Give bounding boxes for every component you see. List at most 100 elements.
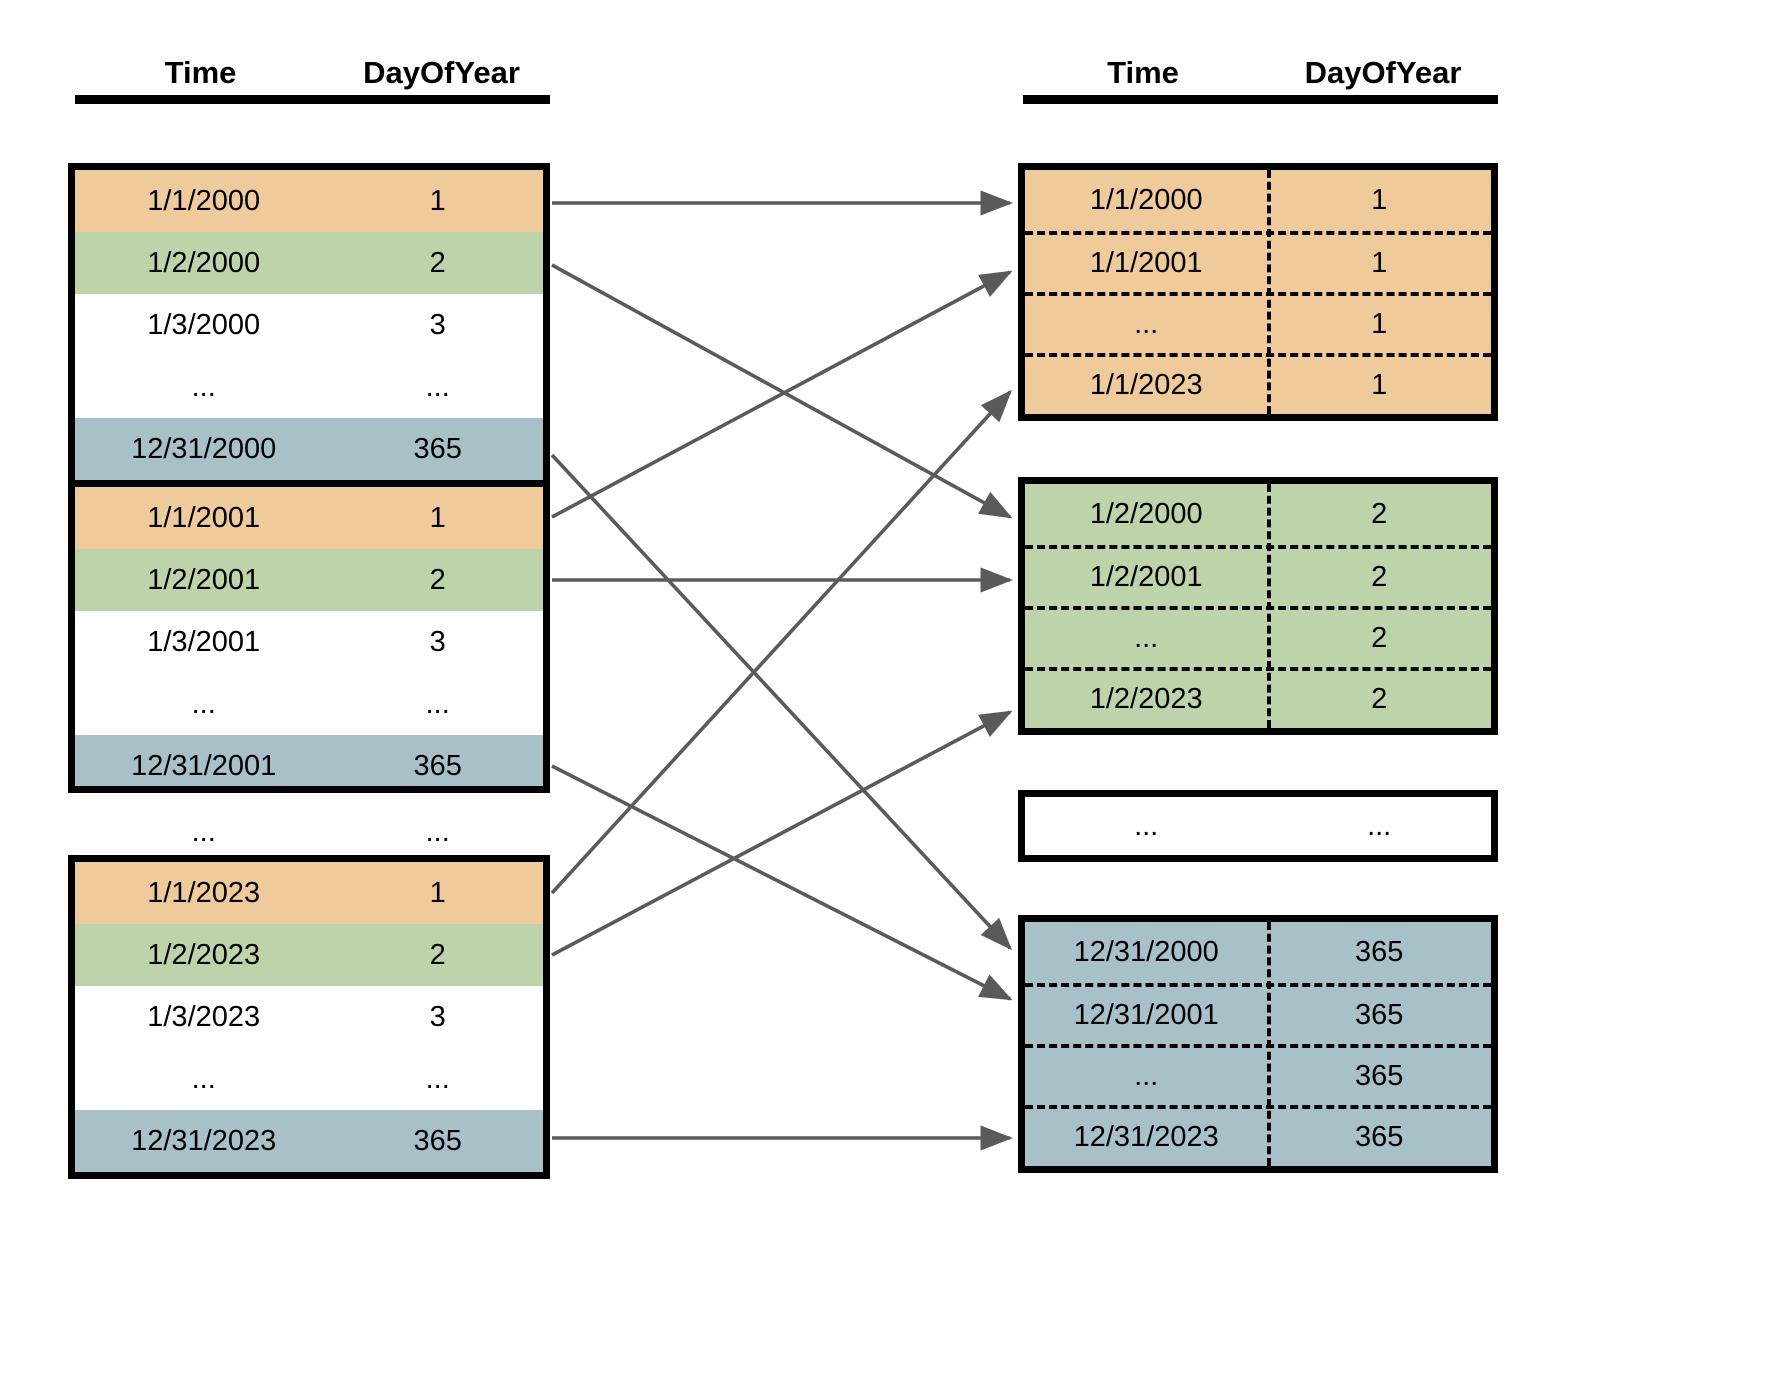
left-header-dayofyear: DayOfYear [363, 55, 520, 90]
cell-time: 1/1/2001 [1089, 247, 1203, 279]
cell-dayofyear: 3 [429, 625, 446, 658]
source-row: 1/3/2023 3 [75, 986, 543, 1048]
cell-time: ... [1134, 809, 1159, 842]
cell-time: 1/2/2023 [1089, 683, 1203, 715]
cell-time: 1/1/2001 [147, 501, 261, 534]
target-row: ... ... [1025, 797, 1491, 855]
cell-time: 1/2/2000 [147, 246, 261, 279]
cell-time: ... [1134, 308, 1159, 340]
source-row: 1/3/2000 3 [75, 294, 543, 356]
cell-dayofyear: 365 [1354, 1121, 1404, 1153]
target-row: 1/2/2001 2 [1025, 545, 1491, 606]
source-row: 1/1/2001 1 [75, 487, 543, 549]
right-header-time: Time [1107, 55, 1179, 90]
target-row: 12/31/2000 365 [1025, 922, 1491, 983]
target-row: 12/31/2023 365 [1025, 1105, 1491, 1166]
cell-time: 1/1/2000 [1089, 184, 1203, 216]
arrow-2000-day2 [551, 263, 1013, 519]
source-row: ... ... [75, 673, 543, 735]
arrow-2000-day365 [550, 453, 1012, 951]
cell-dayofyear: 365 [1354, 936, 1404, 968]
target-row: ... 2 [1025, 606, 1491, 667]
cell-time: 12/31/2001 [131, 749, 277, 782]
target-row: 1/1/2000 1 [1025, 170, 1491, 231]
cell-dayofyear: 1 [1371, 247, 1388, 279]
left-header-time: Time [164, 55, 237, 90]
cell-dayofyear: ... [1367, 809, 1392, 842]
cell-dayofyear: 2 [1371, 561, 1388, 593]
cell-time: 1/3/2000 [147, 308, 261, 341]
cell-dayofyear: 1 [429, 184, 446, 217]
cell-dayofyear: 2 [1371, 683, 1388, 715]
target-row: 1/1/2023 1 [1025, 353, 1491, 414]
cell-time: 12/31/2023 [1073, 1121, 1219, 1153]
left-column-headers: Time DayOfYear [68, 55, 550, 110]
target-row: 1/1/2001 1 [1025, 231, 1491, 292]
cell-time: 1/1/2000 [147, 184, 261, 217]
arrow-2001-day365 [551, 764, 1013, 1001]
cell-dayofyear: 2 [429, 938, 446, 971]
source-row: 12/31/2000 365 [75, 418, 543, 480]
cell-time: 12/31/2023 [131, 1124, 277, 1157]
cell-time: 1/2/2023 [147, 938, 261, 971]
source-row: 1/1/2000 1 [75, 170, 543, 232]
cell-time: ... [191, 687, 216, 720]
source-table-2000-2001: 1/1/2000 1 1/2/2000 2 1/3/2000 3 ... ...… [68, 163, 550, 793]
cell-dayofyear: 3 [429, 1000, 446, 1033]
cell-dayofyear: ... [425, 816, 450, 848]
target-row: 1/2/2023 2 [1025, 667, 1491, 728]
source-table-2023: 1/1/2023 1 1/2/2023 2 1/3/2023 3 ... ...… [68, 855, 550, 1179]
arrow-2023-day1 [550, 389, 1012, 895]
cell-time: 1/3/2023 [147, 1000, 261, 1033]
source-row: 1/1/2023 1 [75, 862, 543, 924]
cell-dayofyear: 2 [429, 246, 446, 279]
source-row: ... ... [75, 1048, 543, 1110]
source-row: 1/2/2023 2 [75, 924, 543, 986]
target-row: ... 365 [1025, 1044, 1491, 1105]
cell-dayofyear: ... [425, 1062, 450, 1095]
cell-dayofyear: 1 [1371, 369, 1388, 401]
cell-time: ... [1134, 622, 1159, 654]
cell-time: 1/2/2001 [1089, 561, 1203, 593]
target-row: 12/31/2001 365 [1025, 983, 1491, 1044]
cell-time: 12/31/2001 [1073, 999, 1219, 1031]
cell-time: 12/31/2000 [1073, 936, 1219, 968]
source-row: 1/3/2001 3 [75, 611, 543, 673]
cell-dayofyear: 1 [429, 501, 446, 534]
cell-dayofyear: 365 [413, 749, 462, 782]
cell-dayofyear: 3 [429, 308, 446, 341]
right-header-underline [1023, 95, 1498, 104]
right-column-headers: Time DayOfYear [1018, 55, 1498, 110]
cell-dayofyear: 2 [1371, 622, 1388, 654]
cell-dayofyear: 2 [429, 563, 446, 596]
cell-dayofyear: 1 [429, 876, 446, 909]
cell-dayofyear: ... [425, 687, 450, 720]
source-row: ... ... [75, 356, 543, 418]
cell-time: 1/2/2001 [147, 563, 261, 596]
cell-time: 1/1/2023 [1089, 369, 1203, 401]
cell-time: 12/31/2000 [131, 432, 277, 465]
cell-dayofyear: 1 [1371, 308, 1388, 340]
target-table-dayofyear-365: 12/31/2000 365 12/31/2001 365 ... 365 12… [1018, 915, 1498, 1173]
source-row: 1/2/2001 2 [75, 549, 543, 611]
cell-time: 1/2/2000 [1089, 498, 1203, 530]
source-block-divider [75, 480, 543, 487]
source-row: 1/2/2000 2 [75, 232, 543, 294]
target-table-dayofyear-2: 1/2/2000 2 1/2/2001 2 ... 2 1/2/2023 2 [1018, 477, 1498, 735]
cell-dayofyear: 365 [1354, 999, 1404, 1031]
target-row: 1/2/2000 2 [1025, 484, 1491, 545]
cell-time: ... [191, 370, 216, 403]
cell-dayofyear: 365 [1354, 1060, 1404, 1092]
cell-dayofyear: 1 [1371, 184, 1388, 216]
cell-dayofyear: 365 [413, 432, 462, 465]
cell-time: ... [191, 1062, 216, 1095]
cell-time: 1/1/2023 [147, 876, 261, 909]
target-table-ellipsis: ... ... [1018, 790, 1498, 862]
right-header-dayofyear: DayOfYear [1304, 55, 1462, 90]
cell-dayofyear: 365 [413, 1124, 462, 1157]
cell-time: ... [191, 816, 216, 848]
cell-dayofyear: 2 [1371, 498, 1388, 530]
cell-dayofyear: ... [425, 370, 450, 403]
target-row: ... 1 [1025, 292, 1491, 353]
